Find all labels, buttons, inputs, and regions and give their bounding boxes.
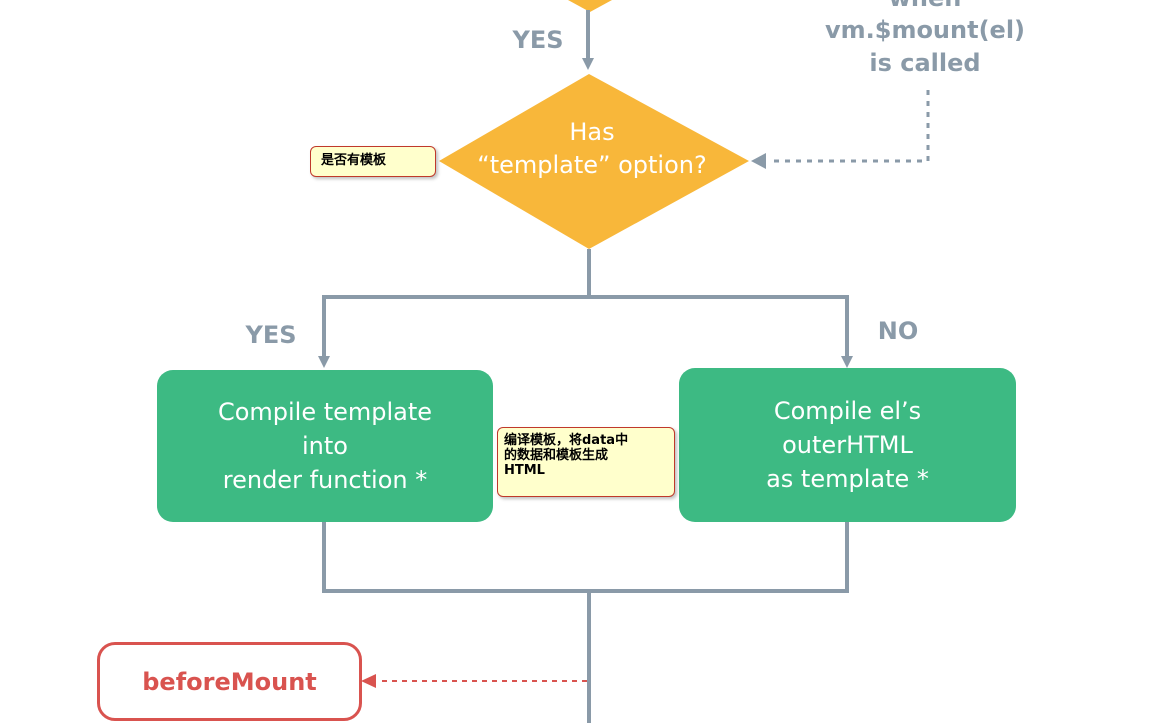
decision-line1: Has [569,118,614,146]
compile-el-line2: outerHTML [782,431,913,459]
dotted-connector-mount [768,90,930,163]
mount-note-line1: when [889,0,962,12]
annotation-compile-line3: HTML [504,463,545,478]
compile-el-box: Compile el’s outerHTML as template * [679,368,1016,522]
decision-diamond [439,74,749,249]
decision-line2: “template” option? [477,151,706,179]
mount-note-line2: vm.$mount(el) [825,16,1025,44]
compile-template-line3: render function * [222,466,428,494]
annotation-compile: 编译模板，将data中 的数据和模板生成 HTML [497,427,675,497]
compile-template-box: Compile template into render function * [157,370,493,522]
compile-template-line2: into [302,432,348,460]
dotted-arrowhead [751,153,766,169]
mount-note-line3: is called [869,49,980,77]
label-yes-top: YES [511,26,563,54]
compile-el-line1: Compile el’s [773,397,922,425]
label-yes-branch: YES [244,321,296,349]
before-mount-hook: beforeMount [97,642,362,721]
annotation-has-template-text: 是否有模板 [321,153,387,168]
annotation-compile-line2: 的数据和模板生成 [504,448,609,463]
annotation-has-template: 是否有模板 [310,146,436,177]
compile-template-line1: Compile template [217,398,433,426]
compile-el-line3: as template * [766,465,929,493]
annotation-compile-line1: 编译模板，将data中 [504,433,629,448]
before-mount-label: beforeMount [142,667,317,696]
label-no-branch: NO [878,317,919,345]
previous-decision-tip [568,0,612,12]
hook-arrowhead [361,674,376,688]
